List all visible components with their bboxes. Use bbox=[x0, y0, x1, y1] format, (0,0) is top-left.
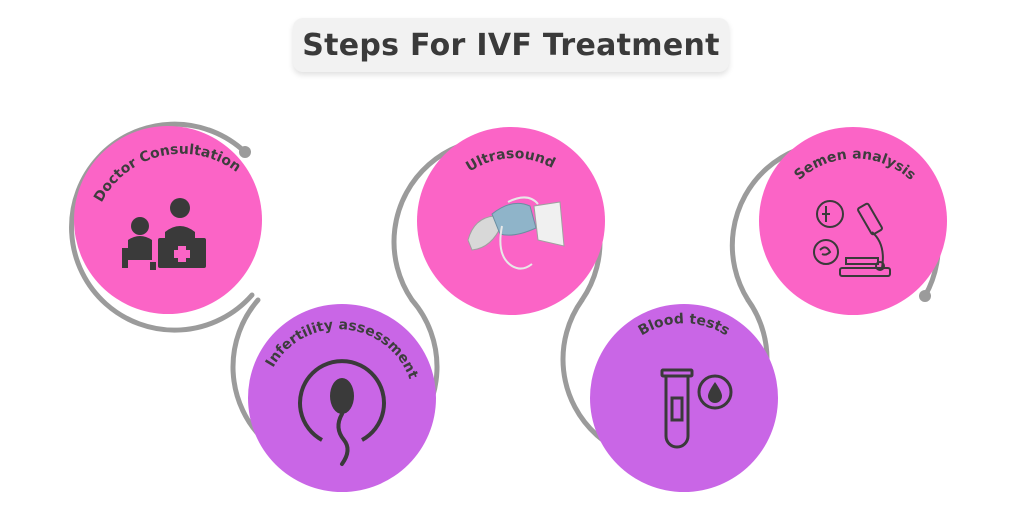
step-semen-analysis: Semen analysis bbox=[759, 127, 947, 315]
ultrasound-probe-icon bbox=[467, 196, 565, 270]
step-circle bbox=[74, 126, 262, 314]
step-blood-tests: Blood tests bbox=[590, 304, 778, 492]
step-doctor-consultation: Doctor Consultation bbox=[74, 126, 262, 314]
step-ultrasound: Ultrasound bbox=[417, 127, 605, 315]
start-dot bbox=[239, 146, 251, 158]
doctor-consultation-icon bbox=[122, 198, 206, 270]
title-banner: Steps For IVF Treatment bbox=[293, 18, 729, 72]
sperm-icon bbox=[298, 359, 386, 466]
page-title: Steps For IVF Treatment bbox=[302, 27, 720, 63]
step-circle bbox=[759, 127, 947, 315]
end-dot bbox=[919, 290, 931, 302]
step-circle bbox=[590, 304, 778, 492]
blood-test-tube-icon bbox=[660, 368, 733, 449]
step-infertility-assessment: Infertility assessment bbox=[248, 304, 436, 492]
microscope-icon bbox=[813, 200, 891, 277]
